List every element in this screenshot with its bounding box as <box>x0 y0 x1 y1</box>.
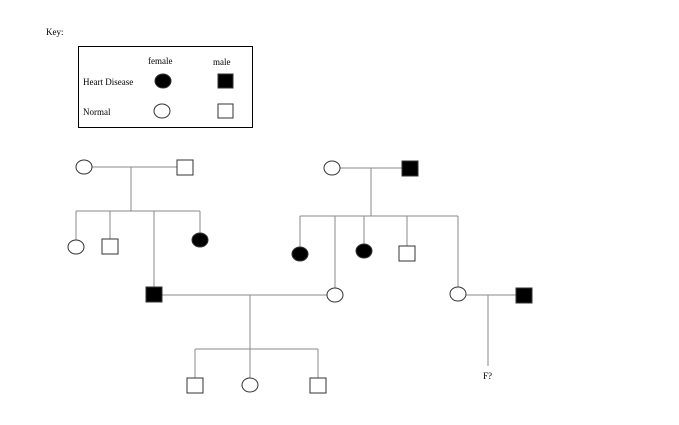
right-child3-affected-female <box>355 243 373 259</box>
left-child4-affected-female <box>191 232 209 248</box>
key-normal-label: Normal <box>83 107 111 117</box>
key-heart-disease-label: Heart Disease <box>83 77 134 87</box>
gen3-child1-normal-male <box>186 377 204 394</box>
left-child2-normal-male <box>101 238 119 255</box>
key-box <box>78 46 253 128</box>
key-female-affected-symbol <box>154 73 172 89</box>
gen3-child2-normal-female <box>241 377 259 393</box>
key-male-normal-symbol <box>217 103 234 119</box>
left-grandfather-normal-male <box>176 159 194 176</box>
right-child1-affected-female <box>291 246 309 262</box>
right-child4-normal-male <box>398 245 416 262</box>
key-female-normal-symbol <box>153 103 171 119</box>
left-child1-normal-female <box>67 239 85 255</box>
gen3-child3-normal-male <box>309 377 327 394</box>
key-male-header: male <box>213 57 231 67</box>
key-male-affected-symbol <box>217 73 234 89</box>
gen2-right-normal-female <box>326 287 344 303</box>
gen2-left-affected-male <box>145 286 163 303</box>
unknown-child-label: F? <box>483 371 492 381</box>
right-grandfather-affected-male <box>401 160 419 177</box>
key-female-header: female <box>148 56 173 66</box>
right-grandmother-normal-female <box>323 160 341 176</box>
key-title: Key: <box>46 27 64 37</box>
gen2-right-spouse-affected-male <box>515 287 533 304</box>
left-grandmother-normal-female <box>75 159 93 175</box>
gen2-right-child5-normal-female <box>449 286 467 302</box>
